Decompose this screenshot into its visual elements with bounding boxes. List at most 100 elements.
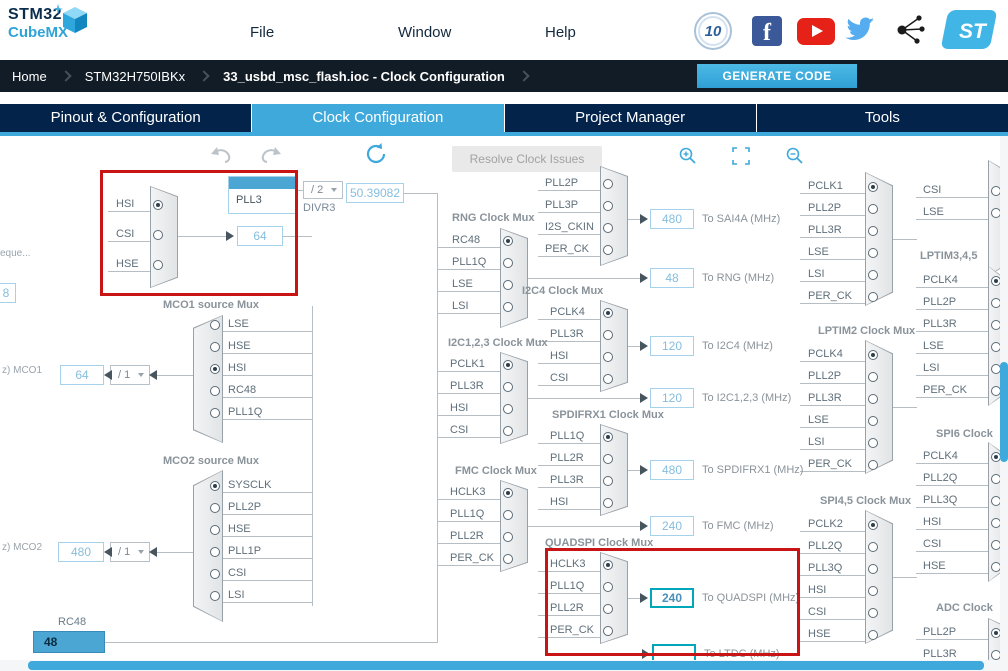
i2c123-clock-mux-radio-PCLK1[interactable] [503,360,513,370]
facebook-icon[interactable]: f [752,16,782,46]
fmc-clock-mux-radio-PER_CK[interactable] [503,554,513,564]
pll3-divr3-divider[interactable]: / 2 [303,181,343,199]
sai4a-clock-mux-radio-PLL2P[interactable] [603,179,613,189]
rng-clock-mux-radio-RC48[interactable] [503,236,513,246]
zoom-out-icon[interactable] [785,146,805,166]
lptim2-clock-mux-radio-LSI[interactable] [868,438,878,448]
lptim2-clock-mux-radio-PCLK4[interactable] [868,350,878,360]
zoom-in-icon[interactable] [678,146,698,166]
mco2-source-mux-option-SYSCLK: SYSCLK [228,479,272,491]
pll3-panel[interactable]: PLL3 [228,176,298,214]
sai4a-clock-mux-radio-PER_CK[interactable] [603,245,613,255]
i2c4-clock-mux-radio-HSI[interactable] [603,352,613,362]
rng-out-wire [528,278,640,279]
refresh-icon[interactable] [364,142,388,166]
spi45-clock-mux-radio-PLL2Q[interactable] [868,542,878,552]
sysclk-source-mux-radio-CSI[interactable] [153,230,163,240]
mco2-source-mux-radio-PLL1P[interactable] [210,547,220,557]
resolve-clock-issues-button[interactable]: Resolve Clock Issues [452,146,602,172]
mco1-divider[interactable]: / 1 [110,365,150,385]
spi45-clock-mux-wire-PLL3Q [800,575,865,576]
i2c123-clock-mux-radio-CSI[interactable] [503,426,513,436]
mco2-source-mux-radio-CSI[interactable] [210,569,220,579]
generate-code-button[interactable]: GENERATE CODE [697,64,857,88]
rng-clock-mux-wire-RC48 [438,247,500,248]
lptim2-clock-mux-radio-PLL3R[interactable] [868,394,878,404]
rng-clock-mux-radio-LSE[interactable] [503,280,513,290]
mco1-source-mux-radio-PLL1Q[interactable] [210,408,220,418]
fmc-clock-mux-wire-HCLK3 [438,499,500,500]
breadcrumb-home[interactable]: Home [12,68,47,84]
horizontal-scrollbar-thumb[interactable] [28,661,984,670]
sysclk-source-mux-radio-HSE[interactable] [153,260,163,270]
lptim2-clock-mux-radio-LSE[interactable] [868,416,878,426]
sai4a-clock-mux-radio-I2S_CKIN[interactable] [603,223,613,233]
spi45-clock-mux-radio-HSI[interactable] [868,586,878,596]
tab-clock-configuration[interactable]: Clock Configuration [251,104,504,132]
spi45-clock-mux-radio-PCLK2[interactable] [868,520,878,530]
fmc-clock-mux-radio-PLL2R[interactable] [503,532,513,542]
mco2-source-mux-radio-SYSCLK[interactable] [210,481,220,491]
youtube-icon[interactable] [797,18,835,45]
mco2-source-mux-radio-LSI[interactable] [210,591,220,601]
tab-pinout-configuration[interactable]: Pinout & Configuration [0,104,252,132]
redo-icon[interactable] [258,146,284,166]
sysclk-source-mux-radio-HSI[interactable] [153,200,163,210]
spi45-clock-mux-radio-CSI[interactable] [868,608,878,618]
i2c4-clock-mux-radio-PCLK4[interactable] [603,308,613,318]
tab-tools[interactable]: Tools [755,104,1008,132]
rng-clock-mux-radio-LSI[interactable] [503,302,513,312]
mco1-source-mux-radio-HSI[interactable] [210,364,220,374]
i2c123-clock-mux-wire-CSI [438,437,500,438]
i2c4-clock-mux-radio-CSI[interactable] [603,374,613,384]
spdifrx1-clock-mux-radio-HSI[interactable] [603,498,613,508]
fit-to-window-icon[interactable] [731,146,751,166]
spi45-clock-mux-radio-HSE[interactable] [868,630,878,640]
spi45-clock-mux-radio-PLL3Q[interactable] [868,564,878,574]
mco1-source-mux-radio-HSE[interactable] [210,342,220,352]
spdifrx1-clock-mux-radio-PLL1Q[interactable] [603,432,613,442]
rng-clock-mux-radio-PLL1Q[interactable] [503,258,513,268]
lptim2-clock-mux-radio-PER_CK[interactable] [868,460,878,470]
breadcrumb-mcu[interactable]: STM32H750IBKx [84,68,186,84]
lptim1-clock-mux-radio-LSE[interactable] [868,248,878,258]
lptim1-clock-mux-wire-LSI [800,281,865,282]
quadspi-clock-mux-radio-PLL1Q[interactable] [603,582,613,592]
mco2-source-mux-wire-CSI [223,580,312,581]
mco2-source-mux-radio-PLL2P[interactable] [210,503,220,513]
quadspi-clock-mux-radio-PLL2R[interactable] [603,604,613,614]
mco1-source-mux-radio-RC48[interactable] [210,386,220,396]
twitter-icon[interactable] [845,17,875,43]
spdifrx1-clock-mux-radio-PLL2R[interactable] [603,454,613,464]
i2c4-clock-mux-radio-PLL3R[interactable] [603,330,613,340]
fmc-clock-mux-radio-PLL1Q[interactable] [503,510,513,520]
sai4a-clock-mux-radio-PLL3P[interactable] [603,201,613,211]
quadspi-clock-mux-radio-PER_CK[interactable] [603,626,613,636]
quadspi-clock-mux-radio-HCLK3[interactable] [603,560,613,570]
vertical-scrollbar-thumb[interactable] [1000,362,1008,462]
lptim1-clock-mux-radio-PLL3R[interactable] [868,226,878,236]
mco1-source-mux-radio-LSE[interactable] [210,320,220,330]
tab-project-manager[interactable]: Project Manager [503,104,756,132]
menu-file[interactable]: File [250,24,275,41]
mco2-divider[interactable]: / 1 [110,542,150,562]
spdifrx1-out-wire [628,470,640,471]
lptim1-clock-mux-radio-PLL2P[interactable] [868,204,878,214]
i2c123-clock-mux-radio-HSI[interactable] [503,404,513,414]
anniversary-badge-icon[interactable]: 10 [694,12,732,50]
i2c123-clock-mux-radio-PLL3R[interactable] [503,382,513,392]
menu-window[interactable]: Window [398,24,452,41]
share-network-icon[interactable] [893,12,927,46]
lptim1-clock-mux-radio-LSI[interactable] [868,270,878,280]
fmc-clock-mux-radio-HCLK3[interactable] [503,488,513,498]
st-logo-icon[interactable]: ST [940,8,998,52]
menu-help[interactable]: Help [545,24,576,41]
mco2-source-mux-radio-HSE[interactable] [210,525,220,535]
spdifrx1-clock-mux-radio-PLL3R[interactable] [603,476,613,486]
lptim2-clock-mux-radio-PLL2P[interactable] [868,372,878,382]
lptim1-clock-mux-radio-PCLK1[interactable] [868,182,878,192]
lptim1-clock-mux-radio-PER_CK[interactable] [868,292,878,302]
quadspi-freq-value[interactable]: 240 [650,588,694,608]
undo-icon[interactable] [208,146,234,166]
